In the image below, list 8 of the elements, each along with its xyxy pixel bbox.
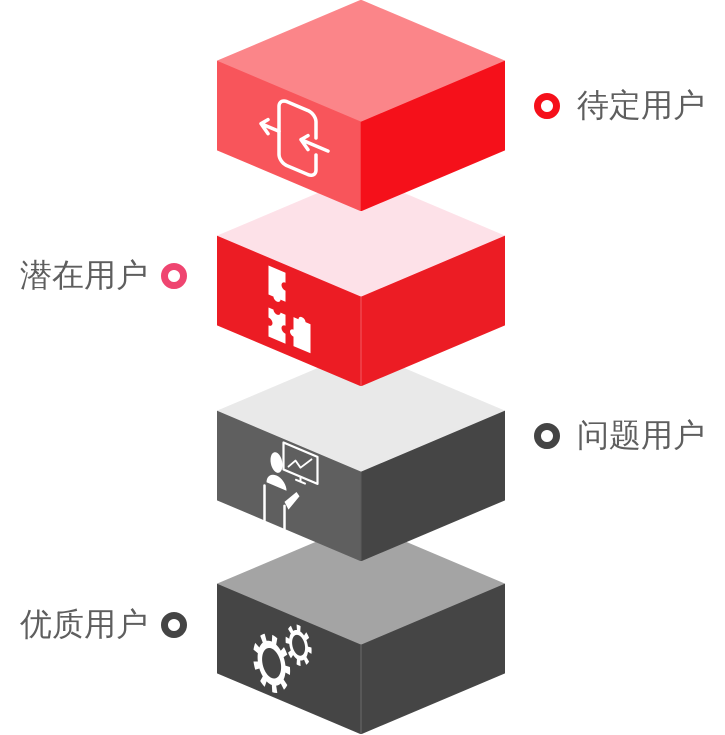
cube	[217, 542, 505, 734]
label: 问题用户	[577, 418, 705, 452]
label: 潜在用户	[20, 258, 148, 292]
label: 待定用户	[577, 88, 705, 122]
label: 优质用户	[20, 607, 148, 641]
cube	[217, 0, 505, 211]
cube	[217, 193, 505, 386]
cube	[217, 368, 505, 561]
